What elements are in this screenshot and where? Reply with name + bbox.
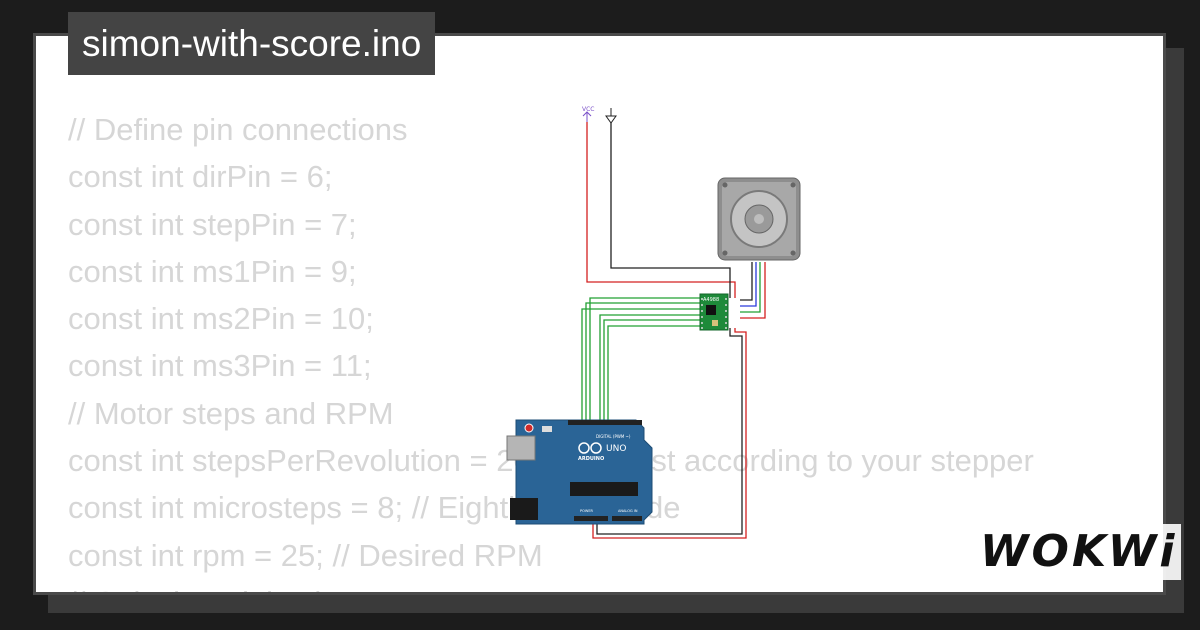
analog-header [612,516,642,521]
board-label: UNO [606,444,626,454]
vcc-symbol: VCC [582,106,594,122]
a4988-driver: A4988 [699,293,729,331]
ground-symbol [605,108,617,124]
power-jack [510,498,538,520]
vcc-wire [586,122,736,298]
code-line: const int ms2Pin = 10; [68,301,374,337]
gnd-wire [610,123,731,298]
code-line: const int stepPin = 7; [68,206,357,242]
code-line: // Calculate delay between steps [68,579,1034,592]
code-line: const int dirPin = 6; [68,159,333,195]
power-label: POWER [580,509,594,513]
stepper-motor [717,177,801,261]
reset-button [524,423,534,433]
code-line: // Define pin connections [68,112,408,147]
digital-header [568,420,642,425]
mcu-chip [570,482,638,496]
wokwi-logo: WOKWi [976,524,1182,580]
code-line: const int stepsPerRevolution = 200; // A… [68,443,1034,479]
digital-label: DIGITAL (PWM ~) [596,434,631,439]
code-line: // Motor steps and RPM [68,395,394,431]
board-brand: ARDUINO [578,456,604,462]
wires [581,122,766,539]
code-line: const int rpm = 25; // Desired RPM [68,537,543,573]
vcc-label: VCC [582,106,594,113]
power-header [574,516,608,521]
analog-label: ANALOG IN [618,509,638,513]
usb-port [506,435,536,461]
project-title: simon-with-score.ino [68,12,436,75]
arduino-uno: DIGITAL (PWM ~) ARDUINO UNO POWER ANALOG… [506,419,653,525]
driver-label: A4988 [703,297,719,303]
code-line: const int ms3Pin = 11; [68,348,372,384]
code-line: const int ms1Pin = 9; [68,253,357,289]
